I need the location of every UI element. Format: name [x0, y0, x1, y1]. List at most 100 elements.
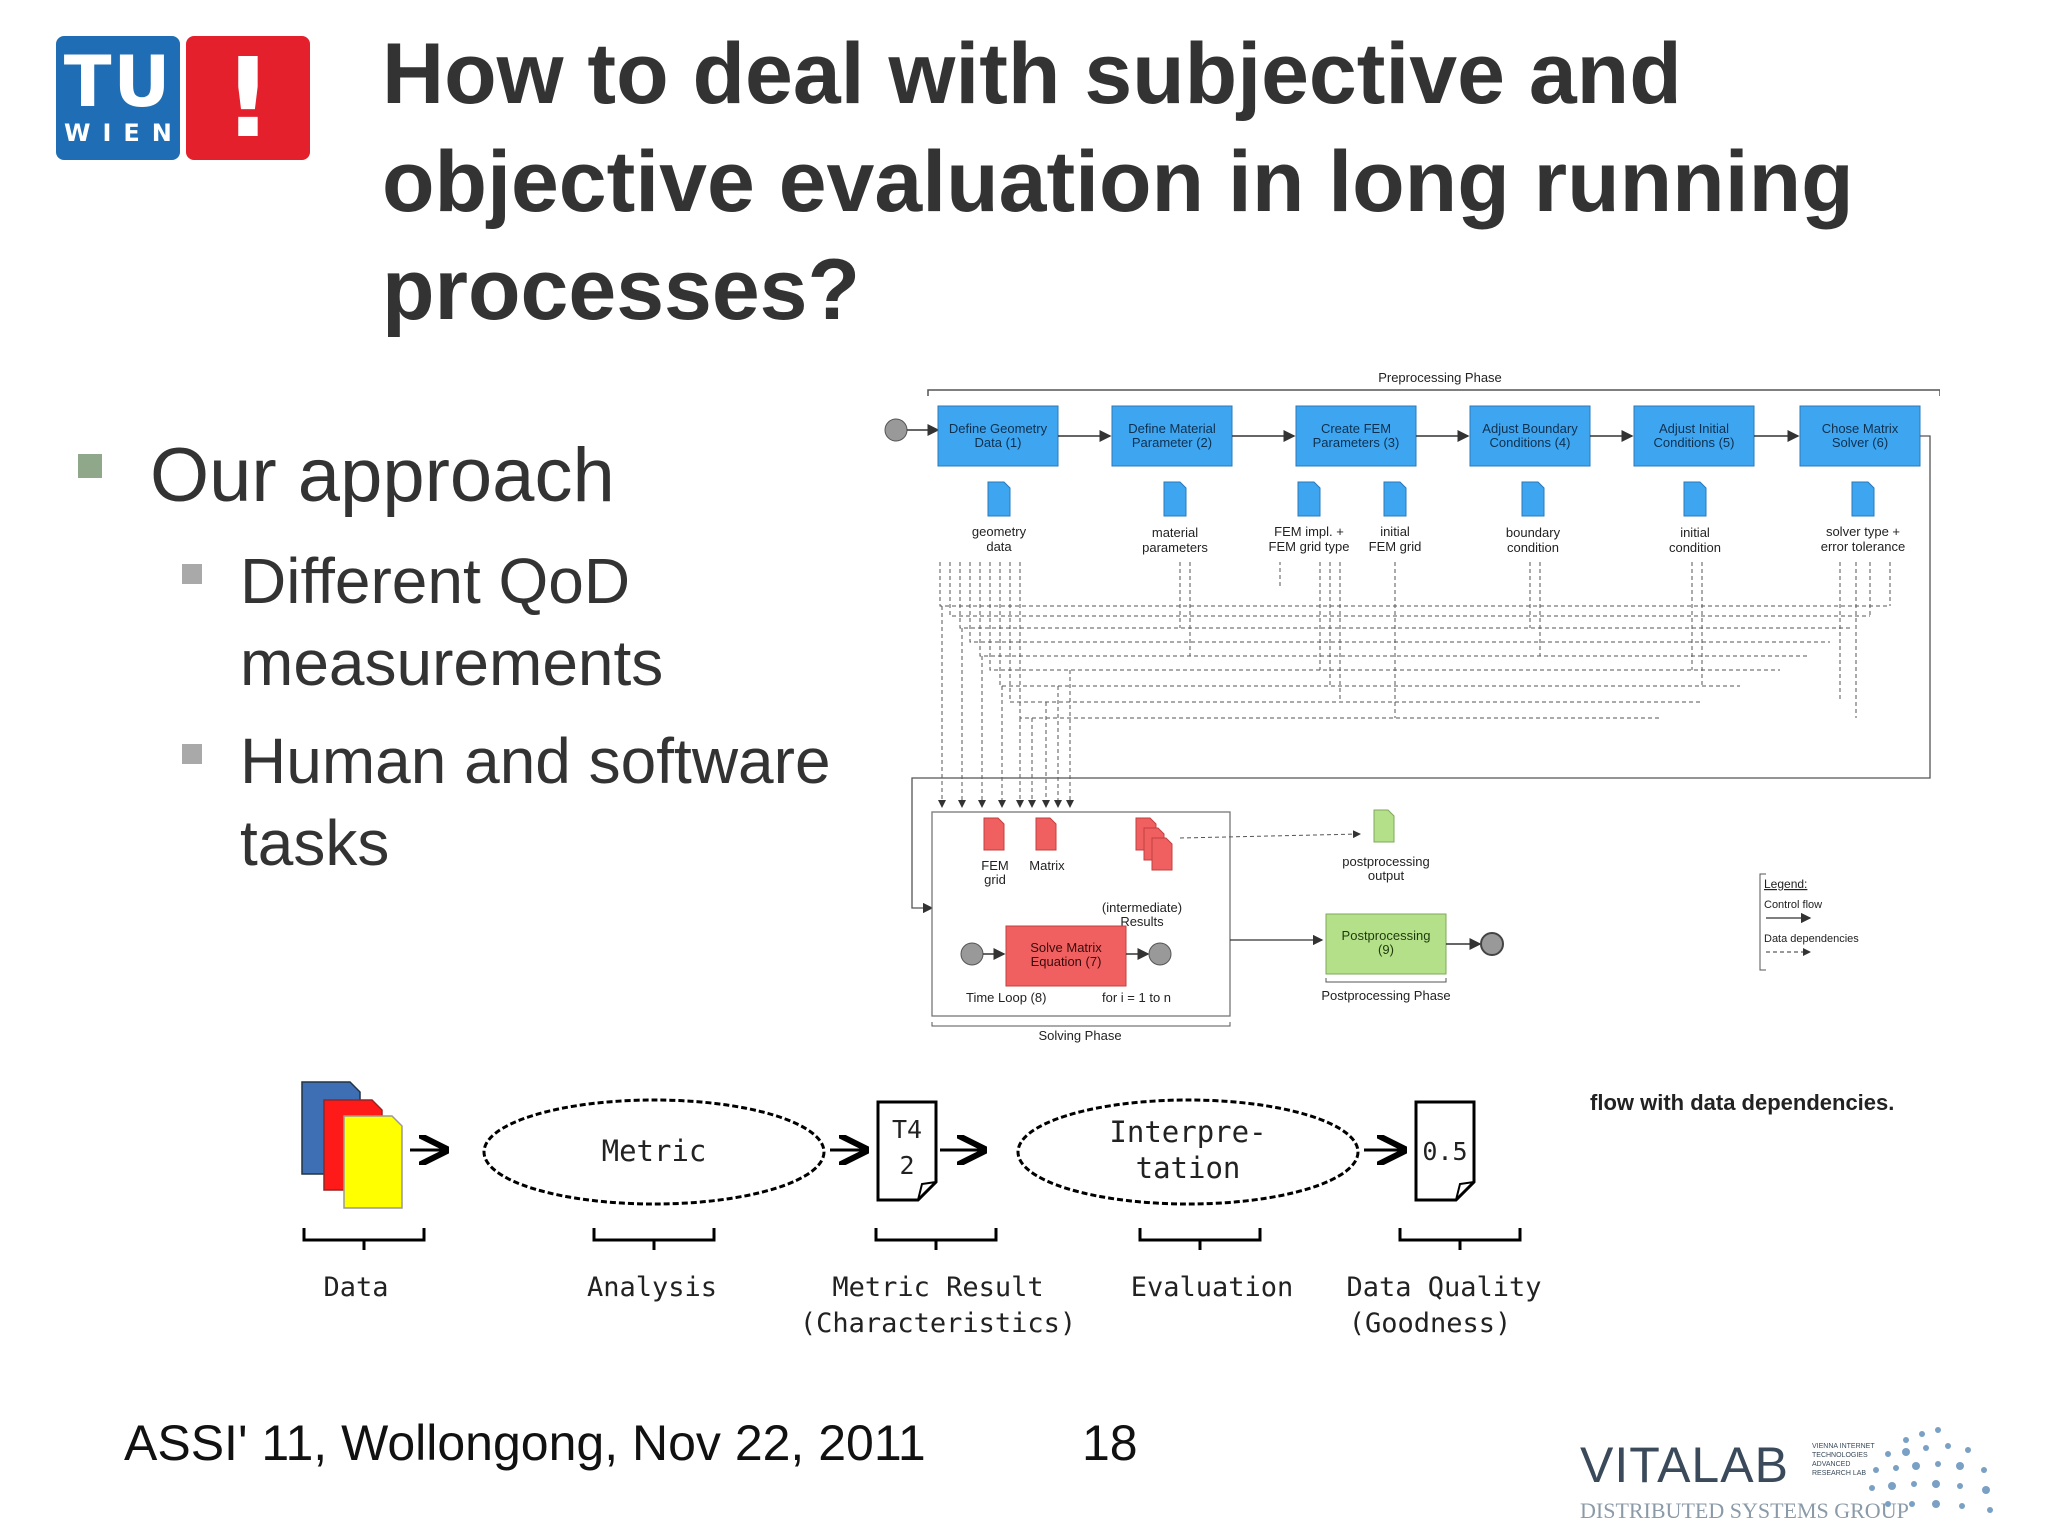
postprocessing-output-label: output [1368, 868, 1405, 883]
svg-text:Parameters (3): Parameters (3) [1313, 435, 1400, 450]
svg-text:Create FEM: Create FEM [1321, 421, 1391, 436]
exclamation-logo: ! [186, 36, 310, 160]
metric-label: Metric [602, 1134, 707, 1168]
doc-label: initial [1380, 524, 1410, 539]
doc-icon [1683, 481, 1707, 517]
sub-bullet-tasks: Human and software tasks [240, 725, 831, 879]
postprocessing-output-label: postprocessing [1342, 854, 1429, 869]
control-flow-line [911, 435, 1931, 914]
svg-text:Define Geometry: Define Geometry [949, 421, 1048, 436]
doc-label: parameters [1142, 540, 1208, 555]
sub-bullet-marker [182, 744, 202, 764]
doc-label: FEM impl. + [1274, 524, 1344, 539]
svg-text:VIENNA INTERNET: VIENNA INTERNET [1812, 1443, 1875, 1450]
doc-icon [1383, 481, 1407, 517]
doc-icon [1851, 481, 1875, 517]
legend-data-dependencies: Data dependencies [1764, 933, 1859, 945]
doc-label: FEM grid [1369, 539, 1422, 554]
task-postprocessing [1325, 913, 1447, 975]
task-solve-matrix [1005, 925, 1127, 987]
data-quality-value: 0.5 [1422, 1137, 1467, 1166]
postprocessing-output-doc-icon [1373, 809, 1395, 843]
end-event [1480, 932, 1504, 956]
svg-text:TECHNOLOGIES: TECHNOLOGIES [1812, 1452, 1868, 1459]
svg-text:Conditions (4): Conditions (4) [1490, 435, 1571, 450]
doc-label: condition [1507, 540, 1559, 555]
doc-icon [1163, 481, 1187, 517]
start-event [884, 418, 908, 442]
interpretation-label: Interpre- [1109, 1115, 1266, 1149]
interpretation-cloud-shape [1016, 1098, 1360, 1206]
sub-bullet-qod: Different QoD measurements [240, 545, 664, 699]
svg-text:ADVANCED: ADVANCED [1812, 1461, 1850, 1468]
tu-wien-logo: TU WIEN [56, 36, 180, 160]
svg-text:Solver (6): Solver (6) [1832, 435, 1888, 450]
svg-text:Chose Matrix: Chose Matrix [1822, 421, 1899, 436]
fem-grid-doc-icon [983, 817, 1005, 851]
interpretation-label: tation [1136, 1151, 1241, 1185]
for-loop-label: for i = 1 to n [1102, 990, 1171, 1005]
wien-logo-text: WIEN [64, 119, 184, 147]
footer-text: ASSI' 11, Wollongong, Nov 22, 2011 [124, 1415, 926, 1471]
task-adjust-boundary: Adjust Boundary Conditions (4) [1469, 405, 1591, 467]
label-brackets [302, 1228, 1522, 1250]
page-number: 18 [1082, 1415, 1138, 1471]
solve-matrix-label: Solve Matrix [1030, 940, 1102, 955]
label-metric-result: Metric Result [832, 1272, 1043, 1303]
vitalab-dots-icon [1869, 1427, 1993, 1513]
label-data: Data [323, 1272, 388, 1303]
results-label: Results [1120, 914, 1164, 929]
label-data-quality: (Goodness) [1349, 1308, 1512, 1339]
vitalab-subtitle: DISTRIBUTED SYSTEMS GROUP [1580, 1498, 1909, 1523]
bullet-main: Our approach [150, 433, 615, 518]
doc-label: condition [1669, 540, 1721, 555]
time-loop-label: Time Loop (8) [966, 990, 1046, 1005]
matrix-label: Matrix [1029, 858, 1065, 873]
doc-label: geometry [972, 524, 1027, 539]
postprocessing-task-label: Postprocessing [1342, 928, 1431, 943]
qod-process-diagram: Metric T4 2 Interpre- tation 0.5 Data An… [301, 1081, 1542, 1339]
svg-text:RESEARCH LAB: RESEARCH LAB [1812, 1470, 1866, 1477]
doc-label: data [986, 539, 1012, 554]
svg-text:Conditions (5): Conditions (5) [1654, 435, 1735, 450]
data-quality-doc-icon [1414, 1100, 1476, 1202]
svg-text:Parameter (2): Parameter (2) [1132, 435, 1212, 450]
svg-text:Adjust Initial: Adjust Initial [1659, 421, 1729, 436]
svg-text:Define Material: Define Material [1128, 421, 1216, 436]
data-doc-yellow-icon [343, 1115, 403, 1209]
task-define-material: Define Material Parameter (2) [1111, 405, 1233, 467]
metric-result-value: 2 [899, 1151, 914, 1180]
task-define-geometry: Define Geometry Data (1) [937, 405, 1059, 467]
doc-label: boundary [1506, 525, 1561, 540]
doc-icon [1297, 481, 1321, 517]
figure-caption: flow with data dependencies. [1590, 1090, 1895, 1115]
vitalab-name: VITALAB [1580, 1437, 1789, 1493]
legend-control-flow: Control flow [1764, 899, 1822, 911]
matrix-doc-icon [1035, 817, 1057, 851]
workflow-diagram: Preprocessing Phase Define Geometry Data… [884, 370, 1940, 1043]
vitalab-logo: VITALAB VIENNA INTERNET TECHNOLOGIES ADV… [1580, 1427, 1993, 1523]
metric-result-t4: T4 [892, 1115, 922, 1144]
doc-icon [1521, 481, 1545, 517]
slide-title: How to deal with subjective and objectiv… [382, 26, 1854, 338]
preprocessing-phase-label: Preprocessing Phase [1378, 370, 1502, 385]
sub-bullet-marker [182, 564, 202, 584]
fem-grid-label: grid [984, 872, 1006, 887]
results-label: (intermediate) [1102, 900, 1182, 915]
preprocessing-bracket [927, 389, 1940, 396]
solve-matrix-label: Equation (7) [1031, 954, 1102, 969]
svg-text:Adjust Boundary: Adjust Boundary [1482, 421, 1578, 436]
doc-label: solver type + [1826, 524, 1900, 539]
label-evaluation: Evaluation [1131, 1272, 1294, 1303]
loop-start-event [960, 942, 984, 966]
fem-grid-label: FEM [981, 858, 1008, 873]
tu-logo-text: TU [63, 41, 173, 123]
svg-text:Data (1): Data (1) [975, 435, 1022, 450]
doc-icon [987, 481, 1011, 517]
loop-end-event [1148, 942, 1172, 966]
metric-result-doc-icon [876, 1100, 938, 1202]
bullet-marker [78, 454, 102, 478]
doc-label: material [1152, 525, 1198, 540]
metric-cloud-shape [482, 1098, 826, 1206]
postprocessing-task-label: (9) [1378, 942, 1394, 957]
